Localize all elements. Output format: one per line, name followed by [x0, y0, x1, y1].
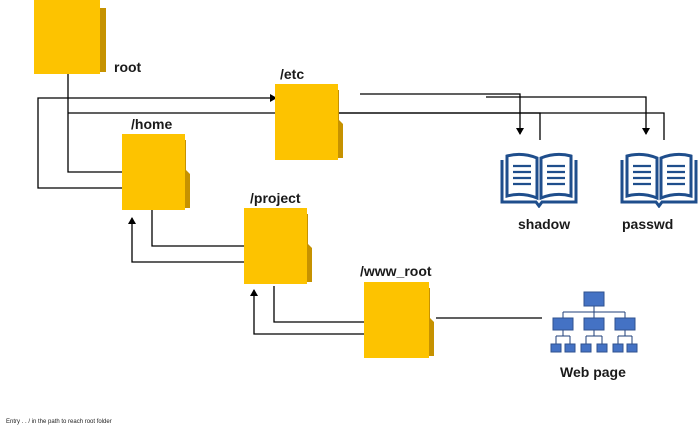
www-root-folder-icon[interactable]: [364, 282, 438, 360]
www-to-project-line: [273, 286, 364, 323]
home-folder-icon[interactable]: [122, 134, 194, 212]
etc-to-shadow-line: [338, 112, 541, 140]
shadow-arrow: [360, 93, 524, 135]
passwd-arrow: [486, 96, 650, 135]
home-to-etc-arrow: [37, 94, 277, 189]
project-folder-label: /project: [250, 190, 301, 206]
home-folder-label: /home: [131, 116, 173, 132]
www-root-folder-label: /www_root: [360, 263, 432, 279]
sitemap-icon[interactable]: [548, 290, 638, 360]
root-to-home-line: [67, 74, 122, 173]
passwd-book-icon[interactable]: [618, 150, 700, 208]
root-folder-label: root: [114, 59, 142, 75]
project-folder-icon[interactable]: [244, 208, 316, 286]
etc-to-passwd-line: [338, 112, 665, 140]
root-folder-icon[interactable]: [34, 0, 108, 76]
passwd-file-label: passwd: [622, 216, 674, 232]
webpage-label: Web page: [560, 364, 626, 380]
project-to-home-arrow-2: [128, 217, 244, 263]
footnote-text: Entry . . / in the path to reach root fo…: [6, 419, 112, 425]
project-to-home-arrow: [151, 210, 244, 247]
www-to-project-arrow: [250, 289, 364, 335]
shadow-book-icon[interactable]: [498, 150, 580, 208]
etc-folder-label: /etc: [280, 66, 305, 82]
etc-folder-icon[interactable]: [275, 84, 347, 162]
shadow-file-label: shadow: [518, 216, 571, 232]
